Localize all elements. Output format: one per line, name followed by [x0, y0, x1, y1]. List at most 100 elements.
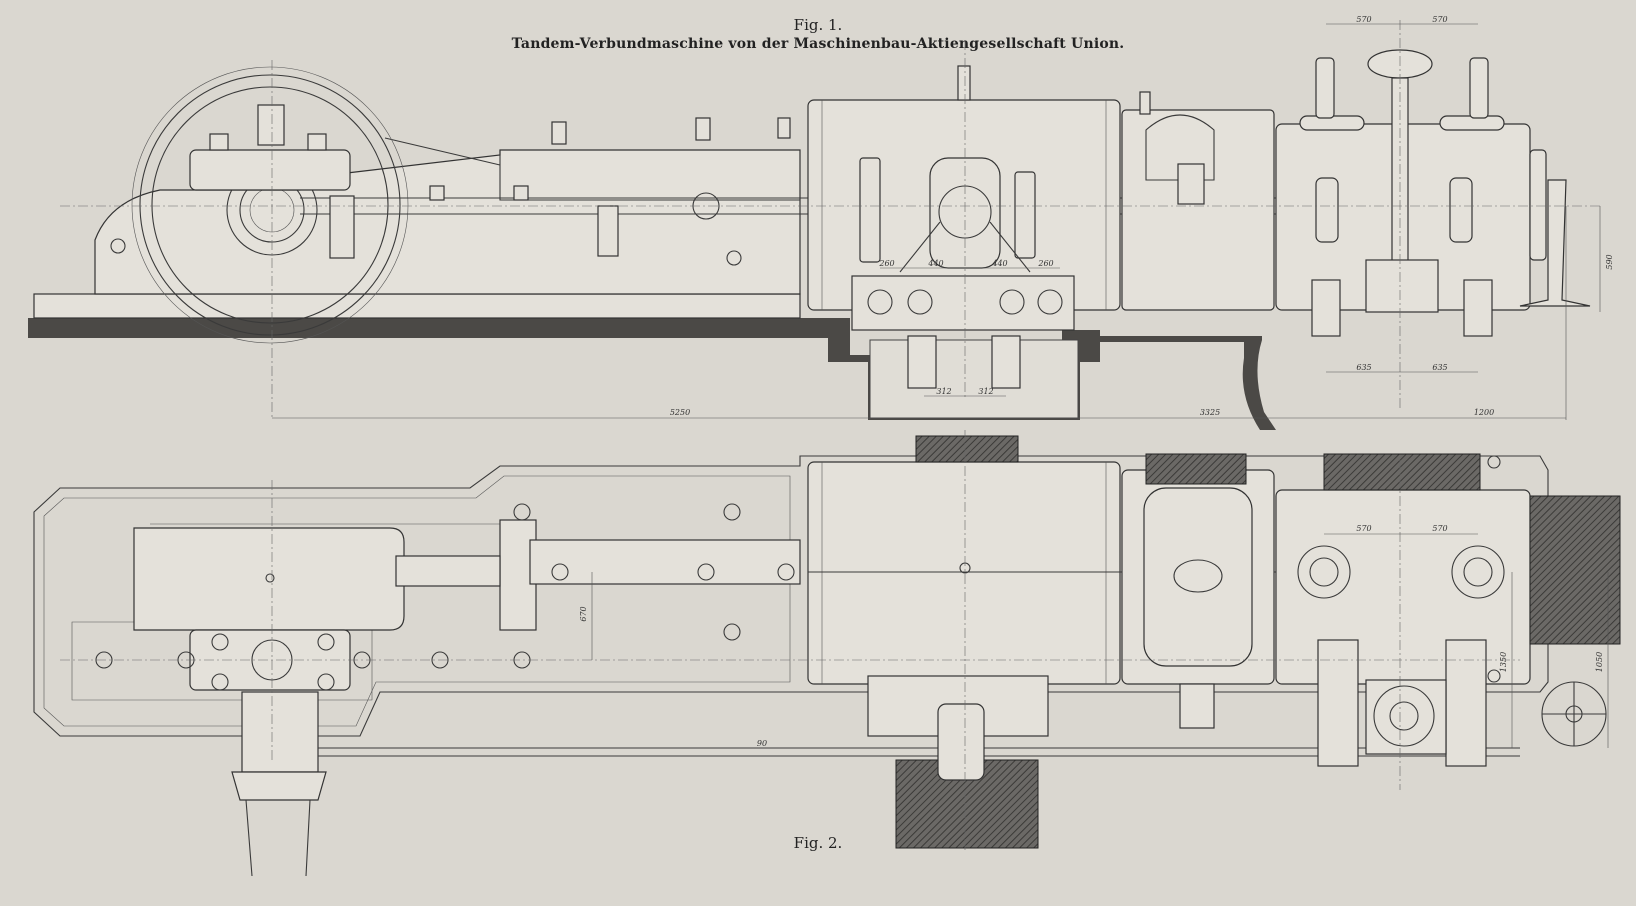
lp-valve-lower: [1311, 279, 1341, 337]
flywheel-rim-inner: [151, 86, 389, 324]
lp-valve-gear-right: [1445, 639, 1487, 767]
dim-fig1-valve-a: 260: [878, 259, 894, 268]
hp-steam-inlet: [915, 435, 1019, 463]
lp-bolt: [1487, 455, 1501, 469]
bearing-bolt: [211, 633, 229, 651]
dim-fig2-side-a: 1350: [1499, 652, 1508, 672]
intermediate-piece: [1121, 109, 1275, 311]
hp-drain-valve: [991, 335, 1021, 389]
figure-2-label: Fig. 2.: [793, 834, 843, 852]
lp-valve-rod: [1449, 177, 1473, 243]
hp-valve-bonnet: [1014, 171, 1036, 259]
bearing-bolt: [317, 633, 335, 651]
lp-exhaust: [1529, 495, 1621, 645]
flywheel-outer: [131, 66, 409, 344]
oiler: [695, 117, 711, 141]
crosshead-guide: [499, 150, 800, 201]
frame-bolt: [723, 623, 741, 641]
crank-shaft-housing: [241, 691, 319, 773]
oiler: [513, 185, 529, 201]
guide-bolt: [777, 563, 795, 581]
belt: [245, 799, 311, 877]
base-frame-inner: [43, 475, 791, 727]
dim-fig2-rod: 90: [757, 739, 767, 748]
hp-drain-valve: [907, 335, 937, 389]
lp-valve-rod: [1315, 177, 1339, 243]
oiler: [429, 185, 445, 201]
dim-fig1-valve-c: 440: [991, 259, 1007, 268]
flywheel-rim: [139, 74, 401, 336]
lp-valve-lower: [1463, 279, 1493, 337]
dim-fig1-gear-left: 635: [1356, 363, 1371, 372]
dim-fig1-top-right: 570: [1432, 15, 1447, 24]
dim-fig2-top-left: 570: [1356, 524, 1371, 533]
bearing-bolt: [209, 133, 229, 151]
lp-cover: [1529, 149, 1547, 261]
dim-fig1-top-left: 570: [1356, 15, 1371, 24]
hp-valve-bonnet: [859, 157, 881, 263]
figure-1-label: Fig. 1.: [793, 16, 843, 34]
crosshead-slide: [395, 555, 501, 587]
outboard-bearing: [1519, 179, 1591, 307]
dim-fig1-lower-right: 312: [978, 387, 993, 396]
valve-gear-wheel: [999, 289, 1025, 315]
guide-bolt: [697, 563, 715, 581]
frame-bolt: [723, 503, 741, 521]
dim-fig1-height: 590: [1605, 254, 1614, 269]
figure-1-elevation: 570 570 260 440 440 260 312 312 635 635 …: [28, 15, 1614, 430]
receiver-valve: [1177, 163, 1205, 205]
dim-fig2-top-right: 570: [1432, 524, 1447, 533]
foundation-bolt: [726, 250, 742, 266]
lp-valve-spindle: [1315, 57, 1335, 119]
dim-fig1-lower-left: 312: [936, 387, 951, 396]
lp-valve-chest-right-inner: [1463, 557, 1493, 587]
lp-cylinder-plan: [1275, 489, 1531, 685]
main-bearing: [189, 149, 351, 191]
flywheel-pit: [133, 527, 405, 631]
oiler: [551, 121, 567, 145]
intermediate-inlet: [1145, 453, 1247, 485]
guide-bolt: [551, 563, 569, 581]
figure-1-title: Tandem-Verbundmaschine von der Maschinen…: [511, 36, 1125, 52]
eccentric-strap: [329, 195, 355, 259]
valve-link: [989, 221, 1031, 273]
hp-valve-housing: [937, 703, 985, 781]
receiver-pipe: [1145, 114, 1215, 181]
lp-gear-wheel: [1373, 685, 1435, 747]
dim-fig1-length-b: 3325: [1200, 408, 1220, 417]
bearing-bolt: [307, 133, 327, 151]
foundation-bolt: [110, 238, 126, 254]
receiver-oiler: [1139, 91, 1151, 115]
bed-plate: [33, 293, 801, 319]
lp-valve-chest-right: [1451, 545, 1505, 599]
hp-valve-gear: [851, 275, 1075, 331]
dim-fig1-valve-d: 260: [1037, 259, 1053, 268]
guide-support: [597, 205, 619, 257]
frame-bolt: [513, 503, 531, 521]
lp-gear-hub: [1389, 701, 1419, 731]
dim-fig2-side-b: 1050: [1595, 652, 1604, 672]
pit-void: [869, 339, 1079, 419]
oil-pipe: [384, 137, 501, 166]
lp-valve-gear-left: [1317, 639, 1359, 767]
foundation-slab: [28, 318, 800, 338]
hp-lubricator: [957, 65, 971, 101]
figure-2-plan: 570 570 670 1350 1050 90: [33, 430, 1621, 877]
crank-shaft-foot: [231, 771, 327, 801]
receiver-hub: [1173, 559, 1223, 593]
dim-fig1-valve-b: 440: [927, 259, 943, 268]
bearing-bolt: [211, 673, 229, 691]
dim-fig1-gear-right: 635: [1432, 363, 1447, 372]
lubricator: [257, 104, 285, 146]
receiver-plan: [1143, 487, 1253, 667]
lp-gear-box: [1365, 259, 1439, 313]
dim-fig1-length-c: 1200: [1474, 408, 1494, 417]
lp-inlet: [1323, 453, 1481, 491]
dim-fig2-width: 670: [579, 606, 588, 621]
bearing-bolt: [317, 673, 335, 691]
oiler: [777, 117, 791, 139]
valve-gear-wheel: [867, 289, 893, 315]
flywheel-center: [265, 573, 275, 583]
